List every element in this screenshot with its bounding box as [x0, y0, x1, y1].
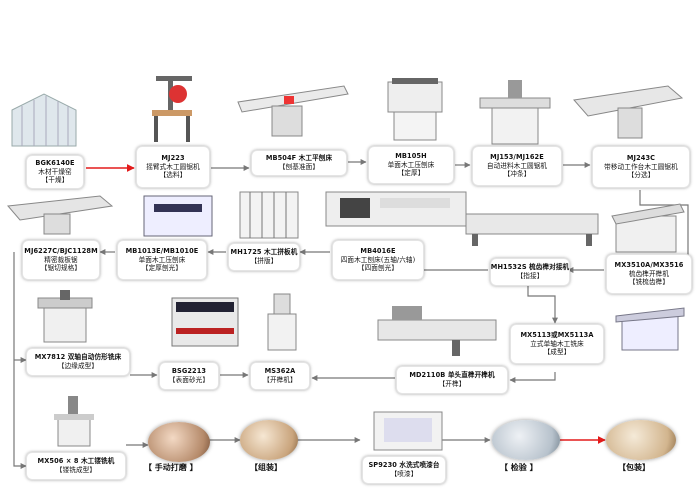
node-line: SP9230 水洗式喷漆台	[368, 461, 440, 470]
node-line: MX506 × 8 木工镂铣机	[37, 457, 115, 466]
router-image	[54, 396, 94, 447]
node-mb105h: MB105H 单面木工压刨床 【定厚】	[368, 146, 454, 184]
node-line: MJ153/MJ162E	[490, 152, 544, 161]
single-tenoner-image	[377, 306, 497, 356]
node-line: 【开榫】	[438, 380, 466, 388]
radial-arm-saw-image	[152, 76, 192, 142]
node-sp9230: SP9230 水洗式喷漆台 【喷漆】	[362, 456, 446, 484]
node-line: MH1725 木工拼板机	[230, 248, 298, 257]
node-line: 【成型】	[543, 348, 571, 357]
node-mj243c: MJ243C 带移动工作台木工圆锯机 【分选】	[592, 146, 690, 188]
sander-image	[171, 297, 239, 347]
node-mb504f: MB504F 木工平刨床 【刨基准面】	[251, 150, 347, 176]
node-line: 【边缘成型】	[57, 362, 99, 370]
clamp-carrier-image	[239, 191, 299, 239]
node-line: MJ223	[161, 153, 185, 162]
step-packing: 【包装】	[618, 463, 650, 472]
node-line: 【锯切规格】	[40, 264, 82, 273]
node-mb4016e: MB4016E 四面木工刨床(五轴/六轴) 【四面刨光】	[332, 240, 424, 280]
node-md2110b: MD2110B 单头直榫开榫机 【开榫】	[396, 366, 508, 394]
panel-saw-image	[573, 85, 684, 139]
step-sanding: 【 手动打磨 】	[144, 463, 198, 472]
node-line: 单面木工压刨床	[387, 160, 435, 169]
node-mj223: MJ223 摇臂式木工圆锯机 【选料】	[136, 146, 210, 188]
node-line: MX3510A/MX3516	[614, 260, 684, 269]
packing-photo	[606, 420, 676, 460]
node-line: 【表面砂光】	[168, 376, 210, 384]
node-mj153: MJ153/MJ162E 自动进料木工圆锯机 【冲条】	[472, 146, 562, 186]
node-line: 精密裁板锯	[44, 255, 78, 264]
node-line: 木材干燥窑	[38, 167, 72, 176]
node-ms362a: MS362A 【开榫机】	[250, 362, 310, 390]
arrow-mh1532-mx5113	[527, 285, 558, 324]
kiln-image	[11, 93, 77, 147]
node-line: 自动进料木工圆锯机	[486, 161, 548, 170]
step-assembly: 【组装】	[250, 463, 282, 472]
node-line: MX5113或MX5113A	[520, 330, 594, 339]
assembly-photo	[240, 420, 298, 460]
finger-shaper-image	[611, 203, 685, 253]
arrow-mx5113-md2110	[509, 372, 556, 383]
node-line: 带移动工作台木工圆锯机	[604, 162, 678, 171]
planer-image	[387, 78, 443, 141]
node-line: MJ243C	[626, 153, 656, 162]
node-line: 梳齿榫开榫机	[628, 269, 670, 278]
node-mx506: MX506 × 8 木工镂铣机 【镂铣成型】	[26, 452, 126, 480]
node-line: 【分选】	[627, 171, 655, 180]
node-mj6227c: MJ6227C/BJC1128M 精密裁板锯 【锯切规格】	[22, 240, 100, 280]
node-line: 【镂铣成型】	[55, 466, 97, 474]
node-line: MS362A	[264, 367, 296, 376]
node-line: MB4016E	[360, 246, 396, 255]
copy-shaper-image	[37, 290, 93, 343]
node-line: BSG2213	[171, 367, 207, 376]
spray-booth-image	[373, 411, 443, 451]
node-mx7812: MX7812 双轴自动仿形铣床 【边缘成型】	[26, 348, 130, 376]
node-mx5113: MX5113或MX5113A 立式单轴木工铣床 【成型】	[510, 324, 604, 364]
node-line: 摇臂式木工圆锯机	[146, 162, 200, 171]
node-line: 【刨基准面】	[278, 163, 320, 171]
inspection-photo	[492, 420, 560, 460]
node-line: 【喷漆】	[390, 470, 418, 478]
node-line: MB504F 木工平刨床	[265, 154, 333, 163]
node-line: BGK6140E	[35, 158, 75, 167]
node-line: 【铣梳齿榫】	[628, 278, 670, 287]
node-mh1725: MH1725 木工拼板机 【拼版】	[228, 243, 300, 271]
node-line: MD2110B 单头直榫开榫机	[409, 371, 495, 380]
node-line: 【干燥】	[41, 176, 69, 185]
sanding-photo	[148, 422, 210, 462]
node-bgk6140e: BGK6140E 木材干燥窑 【干燥】	[26, 155, 84, 189]
precision-panel-saw-image	[7, 195, 114, 235]
jointer-image	[237, 85, 349, 137]
node-mh1532s: MH1532S 梳齿榫对接机 【指接】	[490, 258, 570, 286]
left-trunk	[13, 252, 27, 469]
node-line: 【选料】	[159, 171, 187, 180]
node-line: 单面木工压刨床	[138, 255, 186, 264]
node-line: MX7812 双轴自动仿形铣床	[34, 353, 122, 362]
node-line: 【冲条】	[503, 170, 531, 179]
spindle-moulder-image	[615, 307, 685, 351]
node-mx3510a: MX3510A/MX3516 梳齿榫开榫机 【铣梳齿榫】	[606, 254, 692, 294]
node-line: 【四面刨光】	[357, 264, 399, 273]
node-bsg2213: BSG2213 【表面砂光】	[159, 362, 219, 390]
node-line: 【定厚刨光】	[141, 264, 183, 273]
rip-saw-image	[479, 80, 551, 145]
node-line: 【开榫机】	[263, 376, 297, 384]
node-mb1013e: MB1013E/MB1010E 单面木工压刨床 【定厚刨光】	[117, 240, 207, 280]
node-line: MH1532S 梳齿榫对接机	[490, 263, 570, 272]
node-line: 【指接】	[516, 272, 544, 280]
node-line: 【拼版】	[250, 257, 278, 265]
tenoner-image	[267, 293, 297, 351]
node-line: MJ6227C/BJC1128M	[24, 246, 98, 255]
finger-joint-press-image	[465, 213, 599, 246]
node-line: MB105H	[395, 151, 427, 160]
node-line: 立式单轴木工铣床	[530, 339, 584, 348]
node-line: 四面木工刨床(五轴/六轴)	[340, 255, 416, 264]
step-inspection: 【 检验 】	[500, 463, 538, 472]
node-line: MB1013E/MB1010E	[125, 246, 199, 255]
thicknesser-image	[143, 195, 213, 237]
node-line: 【定厚】	[397, 169, 425, 178]
four-side-moulder-image	[325, 191, 467, 227]
